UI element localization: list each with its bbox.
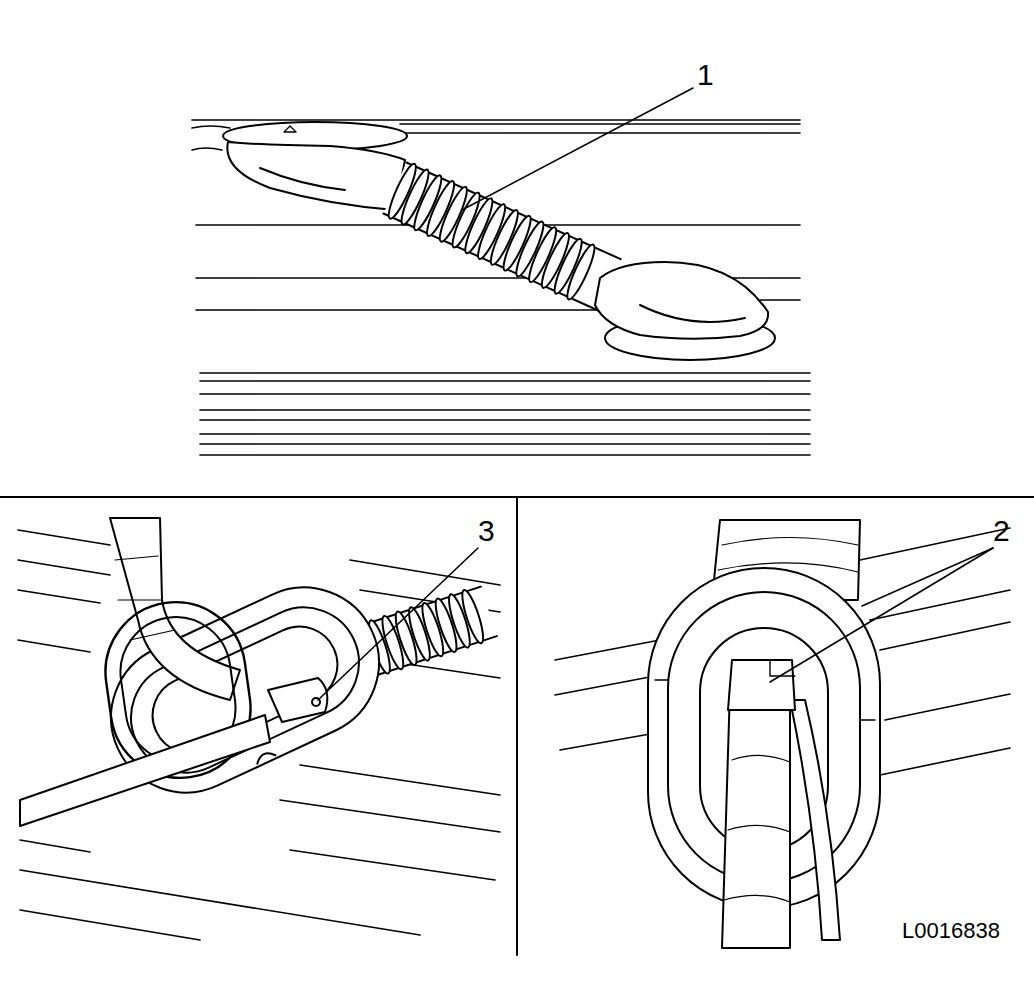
loom-tape xyxy=(724,755,790,902)
cable-tie xyxy=(728,660,795,710)
grommet-lower xyxy=(595,262,775,360)
callout-number: 2 xyxy=(993,516,1010,546)
cable xyxy=(20,715,270,826)
panel-divider xyxy=(516,497,518,955)
callout-number: 3 xyxy=(478,516,495,546)
corrugated-sleeve xyxy=(383,161,622,312)
corrugated-sleeve xyxy=(361,585,497,677)
loom-tape xyxy=(718,538,858,573)
cable xyxy=(790,700,840,940)
figure-code: L0016838 xyxy=(902,920,1000,942)
body-panel-lines xyxy=(18,530,500,940)
grommet-upper xyxy=(223,122,407,210)
body-panel-lines xyxy=(192,120,810,455)
wiring-loom xyxy=(722,688,790,948)
wiring-loom xyxy=(110,518,240,700)
leader-line xyxy=(318,88,993,700)
callout-number: 1 xyxy=(697,60,714,90)
